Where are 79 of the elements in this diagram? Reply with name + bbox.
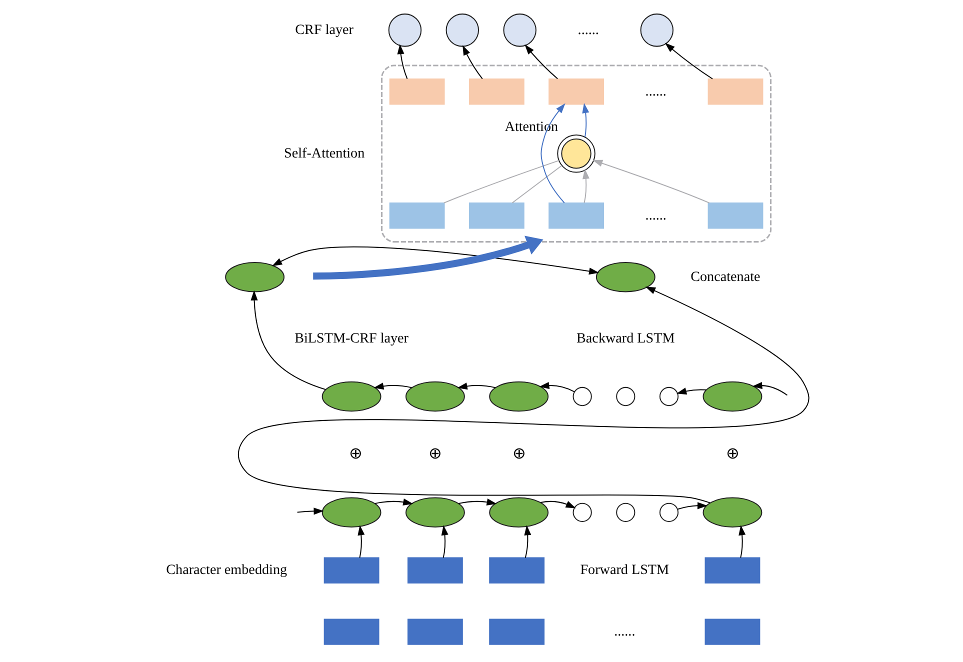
node-box	[489, 557, 545, 584]
node-box	[324, 618, 380, 645]
arrow	[582, 168, 590, 203]
arrow	[540, 103, 566, 204]
node-circle	[557, 134, 596, 173]
arrow	[582, 103, 590, 138]
arrow	[297, 508, 324, 515]
arrow	[458, 498, 497, 506]
label: ......	[645, 83, 666, 100]
node-ellipse	[225, 262, 285, 292]
label: ⊕	[349, 445, 362, 462]
label: ⊕	[726, 445, 739, 462]
arrow	[313, 236, 544, 280]
node-box	[324, 557, 380, 584]
arrow	[397, 44, 408, 79]
node-circle	[659, 502, 679, 522]
connector	[512, 165, 562, 204]
node-box	[708, 202, 764, 229]
arrow	[272, 246, 600, 275]
label: Backward LSTM	[576, 330, 675, 346]
label: ......	[645, 207, 666, 224]
node-circle	[616, 502, 636, 522]
arrow	[457, 382, 496, 390]
arrow	[540, 500, 576, 508]
node-circle	[503, 14, 536, 47]
node-circle	[446, 14, 480, 47]
label: ⊕	[512, 445, 526, 462]
node-box	[389, 78, 445, 105]
cluster	[381, 64, 772, 243]
node-box	[389, 202, 445, 229]
node-ellipse	[596, 262, 656, 292]
arrow	[524, 44, 558, 80]
label: ⊕	[428, 445, 442, 462]
label: ......	[578, 22, 599, 38]
node-box	[548, 78, 604, 105]
label: CRF layer	[295, 22, 354, 38]
label: ......	[614, 624, 636, 640]
node-box	[708, 78, 764, 105]
arrow	[738, 525, 746, 558]
arrow	[374, 498, 414, 506]
arrow	[676, 388, 706, 395]
arrow	[250, 290, 326, 390]
node-box	[407, 618, 463, 645]
connector	[444, 160, 559, 204]
node-box	[704, 618, 760, 645]
node-circle	[572, 386, 592, 406]
label: Concatenate	[690, 268, 760, 285]
label: Self-Attention	[284, 145, 365, 162]
node-ellipse	[489, 497, 549, 528]
node-box	[407, 557, 463, 584]
arrow	[539, 382, 575, 392]
node-circle	[388, 14, 422, 47]
arrow	[374, 382, 412, 390]
arrow	[238, 286, 809, 504]
arrow	[678, 502, 708, 510]
node-box	[468, 78, 524, 105]
arrow	[358, 525, 365, 558]
node-box	[548, 202, 604, 229]
node-circle	[616, 386, 636, 406]
node-box	[489, 618, 545, 645]
node-circle	[572, 502, 592, 522]
arrow	[524, 525, 532, 558]
node-ellipse	[702, 497, 762, 528]
node-ellipse	[405, 381, 465, 412]
arrow	[462, 45, 483, 80]
node-ellipse	[322, 497, 382, 528]
node-ellipse	[405, 497, 465, 528]
arrow	[441, 525, 448, 558]
node-box	[704, 557, 760, 584]
arrow	[752, 382, 788, 396]
label: Character embedding	[166, 562, 288, 578]
node-circle	[640, 14, 674, 47]
label: BiLSTM-CRF layer	[294, 330, 409, 346]
label: Forward LSTM	[580, 562, 670, 578]
node-circle	[659, 386, 679, 406]
node-ellipse	[322, 381, 382, 412]
node-box	[468, 202, 524, 229]
arrow	[664, 42, 713, 80]
arrow	[592, 160, 710, 204]
